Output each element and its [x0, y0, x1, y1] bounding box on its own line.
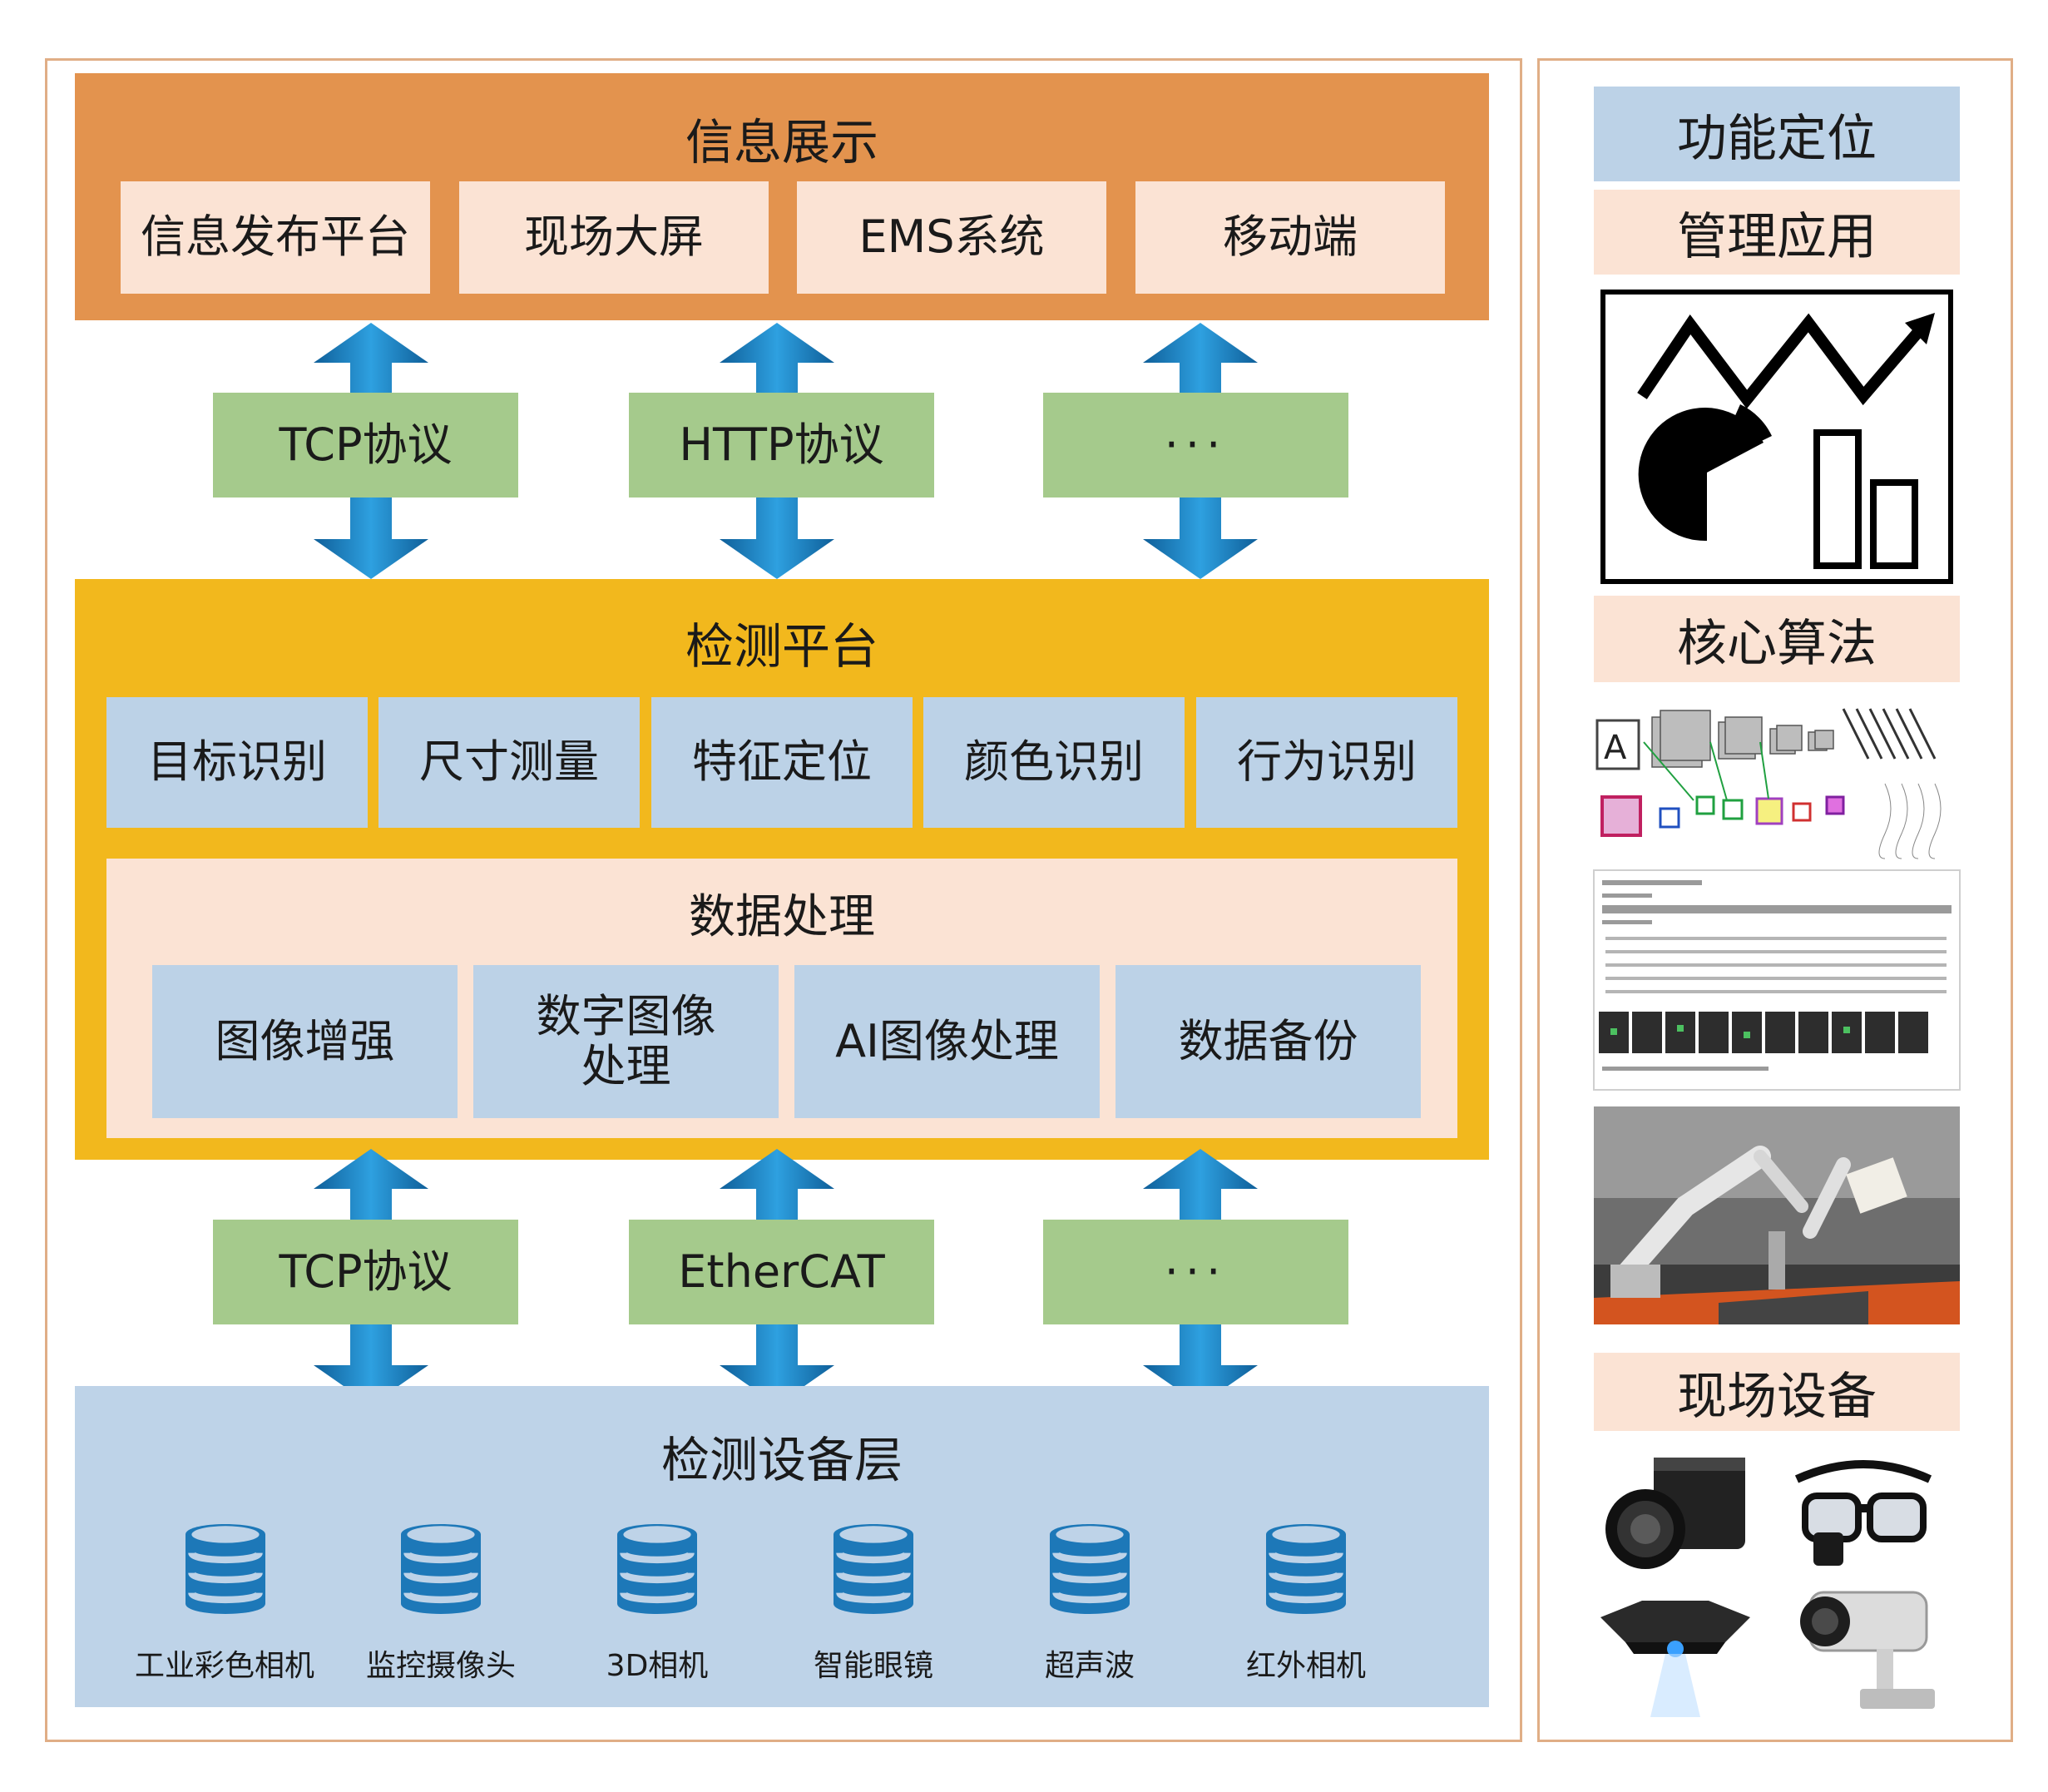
device-label: 超声波 — [1044, 1649, 1135, 1683]
device-label: 监控摄像头 — [365, 1649, 516, 1683]
func-feature-locate: 特征定位 — [651, 697, 913, 828]
device-3d-camera: 3D相机 — [549, 1519, 765, 1686]
security-camera-icon — [1800, 1591, 1935, 1709]
data-processing: 数据处理 图像增强 数字图像 处理 AI图像处理 数据备份 — [106, 859, 1457, 1138]
robot-arm-photo-icon — [1594, 1106, 1960, 1324]
device-layer-title: 检测设备层 — [660, 1432, 903, 1488]
database-icon — [1259, 1519, 1353, 1619]
device-industrial-camera: 工业彩色相机 — [116, 1519, 333, 1686]
proc-ai-image: AI图像处理 — [794, 965, 1100, 1118]
side-header: 功能定位 — [1594, 87, 1960, 181]
device-layer: 检测设备层 工业彩色相机 监控摄像头 3D相机 智能眼镜 超声波 红外相机 — [75, 1386, 1489, 1707]
protocol-ethercat: EtherCAT — [629, 1220, 934, 1324]
detect-platform-title: 检测平台 — [685, 618, 878, 675]
side-frame — [1537, 58, 2013, 1742]
device-infrared-camera: 红外相机 — [1198, 1519, 1414, 1686]
device-ultrasonic: 超声波 — [982, 1519, 1198, 1686]
proc-digital-image: 数字图像 处理 — [473, 965, 779, 1118]
chart-icon — [1600, 290, 1953, 584]
device-label: 智能眼镜 — [813, 1649, 933, 1683]
info-item-publish-platform: 信息发布平台 — [121, 181, 430, 294]
protocol-tcp-lower: TCP协议 — [213, 1220, 518, 1324]
info-layer: 信息展示 信息发布平台 现场大屏 EMS系统 移动端 — [75, 73, 1489, 320]
func-target-recognition: 目标识别 — [106, 697, 368, 828]
detect-platform: 检测平台 目标识别 尺寸测量 特征定位 颜色识别 行为识别 数据处理 图像增强 … — [75, 579, 1489, 1160]
info-layer-title: 信息展示 — [685, 114, 878, 171]
protocol-tcp-upper: TCP协议 — [213, 393, 518, 498]
database-icon — [827, 1519, 920, 1619]
device-label: 3D相机 — [606, 1649, 709, 1683]
software-screenshot-icon — [1593, 869, 1961, 1091]
device-label: 工业彩色相机 — [134, 1649, 314, 1683]
func-behavior-recognition: 行为识别 — [1196, 697, 1457, 828]
protocol-http: HTTP协议 — [629, 393, 934, 498]
func-color-recognition: 颜色识别 — [923, 697, 1185, 828]
proc-data-backup: 数据备份 — [1116, 965, 1421, 1118]
device-surveillance-camera: 监控摄像头 — [333, 1519, 549, 1686]
side-section-management: 管理应用 — [1594, 190, 1960, 275]
neural-network-icon: A — [1594, 692, 1960, 864]
main-frame — [45, 58, 1522, 1742]
data-processing-title: 数据处理 — [689, 889, 875, 944]
device-smart-glasses: 智能眼镜 — [765, 1519, 982, 1686]
side-section-field-devices: 现场设备 — [1594, 1353, 1960, 1431]
3d-sensor-icon — [1600, 1601, 1750, 1717]
database-icon — [1043, 1519, 1136, 1619]
side-section-algorithm: 核心算法 — [1594, 596, 1960, 682]
svg-text:A: A — [1604, 729, 1627, 767]
protocol-more-upper: ··· — [1043, 393, 1348, 498]
info-item-mobile: 移动端 — [1135, 181, 1445, 294]
info-item-big-screen: 现场大屏 — [459, 181, 769, 294]
database-icon — [611, 1519, 704, 1619]
database-icon — [394, 1519, 487, 1619]
device-label: 红外相机 — [1245, 1649, 1366, 1683]
protocol-more-lower: ··· — [1043, 1220, 1348, 1324]
smart-glasses-icon — [1794, 1460, 1932, 1566]
database-icon — [179, 1519, 272, 1619]
proc-image-enhance: 图像增强 — [152, 965, 458, 1118]
func-size-measure: 尺寸测量 — [378, 697, 640, 828]
camera-icon — [1605, 1458, 1745, 1569]
info-item-ems: EMS系统 — [797, 181, 1106, 294]
